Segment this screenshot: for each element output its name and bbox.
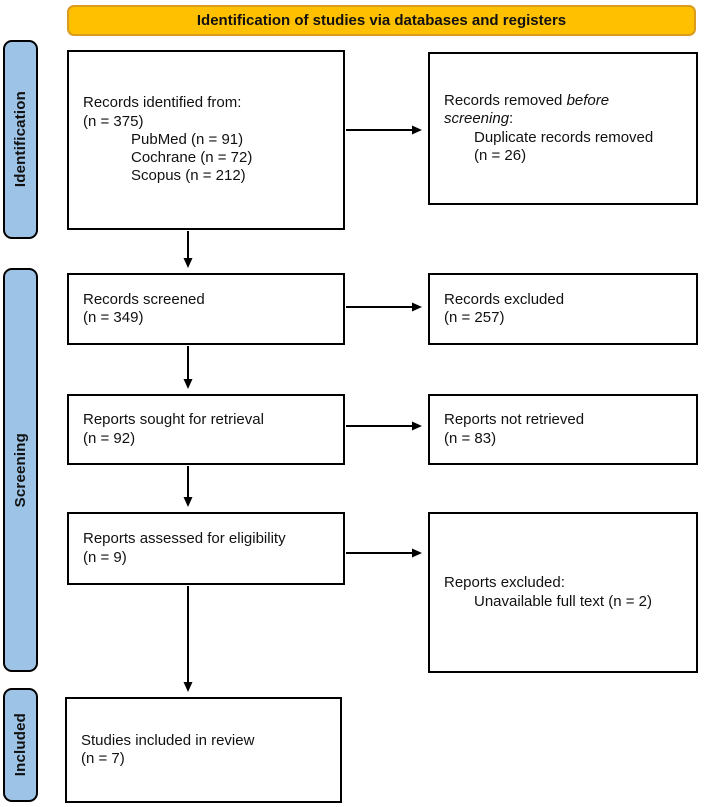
box-reports-not-retrieved: Reports not retrieved (n = 83): [428, 394, 698, 465]
phase-bar-screening: Screening: [3, 268, 38, 672]
box-title: Records removed before screening:: [444, 91, 610, 128]
box-title: Reports excluded:: [444, 574, 565, 592]
phase-bar-identification: Identification: [3, 40, 38, 239]
phase-label: Identification: [12, 91, 29, 188]
box-title: Records identified from:: [83, 94, 242, 112]
box-title: Reports not retrieved: [444, 411, 585, 429]
box-count: (n = 349): [83, 309, 144, 326]
box-records-excluded: Records excluded (n = 257): [428, 273, 698, 345]
box-source-item: Scopus (n = 212): [131, 167, 246, 185]
box-detail-item: Duplicate records removed: [474, 128, 654, 146]
box-count: (n = 257): [444, 309, 505, 326]
box-reports-assessed: Reports assessed for eligibility (n = 9): [67, 512, 345, 585]
box-reports-excluded: Reports excluded: Unavailable full text …: [428, 512, 698, 673]
box-title: Reports sought for retrieval: [83, 411, 264, 429]
box-title: Studies included in review: [81, 731, 255, 749]
box-detail-item: (n = 26): [474, 146, 527, 164]
box-count: (n = 375): [83, 112, 144, 130]
phase-bar-included: Included: [3, 688, 38, 802]
diagram-header-label: Identification of studies via databases …: [196, 12, 567, 29]
box-source-list: PubMed (n = 91)Cochrane (n = 72)Scopus (…: [83, 131, 331, 186]
box-detail-item: Unavailable full text (n = 2): [474, 592, 653, 610]
box-studies-included: Studies included in review (n = 7): [65, 697, 342, 803]
box-detail-list: Unavailable full text (n = 2): [444, 593, 684, 611]
box-records-removed: Records removed before screening: Duplic…: [428, 52, 698, 205]
box-source-item: Cochrane (n = 72): [131, 149, 253, 167]
phase-label: Included: [12, 713, 29, 777]
box-count: (n = 92): [83, 429, 136, 447]
box-count: (n = 9): [83, 548, 127, 566]
box-reports-sought: Reports sought for retrieval (n = 92): [67, 394, 345, 465]
box-count: (n = 83): [444, 429, 497, 447]
box-title: Records excluded: [444, 290, 565, 308]
box-title: Reports assessed for eligibility: [83, 530, 286, 548]
box-title: Records screened: [83, 290, 205, 308]
box-records-identified: Records identified from: (n = 375) PubMe…: [67, 50, 345, 230]
box-detail-list: Duplicate records removed(n = 26): [444, 129, 684, 166]
box-count: (n = 7): [81, 750, 125, 767]
diagram-header: Identification of studies via databases …: [67, 5, 696, 36]
box-records-screened: Records screened (n = 349): [67, 273, 345, 345]
phase-label: Screening: [12, 432, 29, 508]
box-source-item: PubMed (n = 91): [131, 130, 244, 148]
